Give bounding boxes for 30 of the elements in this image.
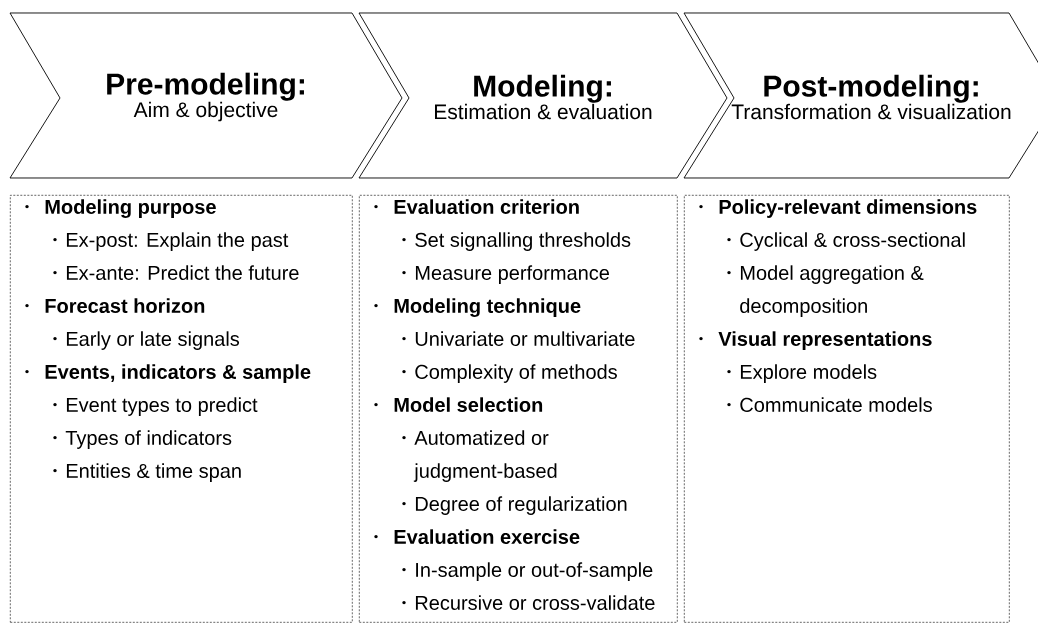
bullet-item: Measure performance [402, 265, 609, 284]
bullet-item: Types of indicators [53, 430, 232, 449]
bullet-item: Ex-ante: Predict the future [53, 265, 299, 280]
bullet-item: Evaluation criterion [374, 199, 579, 214]
bullet-item: Forecast horizon [25, 298, 205, 313]
bullet-item: Visual representations [699, 331, 932, 350]
bullet-item: Model selection [374, 397, 543, 412]
bullet-item: Recursive or cross-validate [402, 595, 655, 610]
dashed-panel [684, 195, 1010, 623]
bullet-item: Early or late signals [53, 331, 240, 350]
bullet-item: Set signalling thresholds [402, 232, 631, 251]
bullet-item: Model aggregation & decomposition [727, 265, 924, 317]
dashed-panel [359, 195, 678, 623]
bullet-item: Modeling purpose [25, 199, 216, 218]
bullet-item: Explore models [727, 364, 877, 383]
bullet-item: Events, indicators & sample [25, 364, 311, 383]
bullet-item: In-sample or out-of-sample [402, 562, 653, 581]
dashed-panel [10, 195, 353, 623]
bullet-item: Event types to predict [53, 397, 258, 416]
bullet-item: Cyclical & cross-sectional [727, 232, 965, 251]
bullet-item: Communicate models [727, 397, 932, 412]
bullet-item: Policy-relevant dimensions [699, 199, 977, 218]
bullet-item: Univariate or multivariate [402, 331, 635, 346]
bullet-item: Ex-post: Explain the past [53, 232, 289, 251]
bullet-item: Degree of regularization [402, 496, 627, 515]
bullet-item: Evaluation exercise [374, 529, 580, 544]
bullet-item: Entities & time span [53, 463, 241, 482]
bullet-item: Complexity of methods [402, 364, 617, 383]
bullet-item: Modeling technique [374, 298, 581, 317]
bullet-item: Automatized or judgment-based [402, 430, 557, 482]
